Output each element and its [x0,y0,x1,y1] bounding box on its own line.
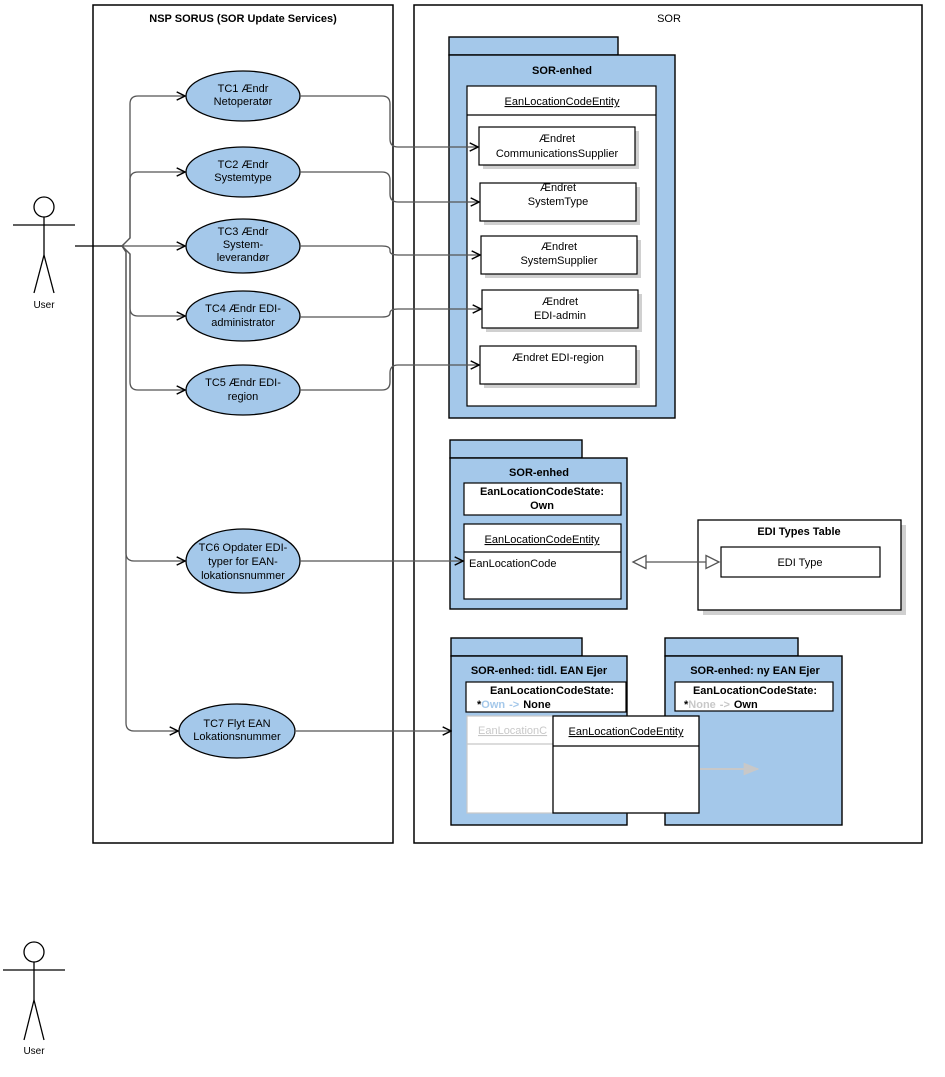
actor-label: User [23,1046,45,1057]
change-label: Ændret [539,133,575,145]
change-label: SystemSupplier [520,255,597,267]
change-system-type[interactable]: Ændret SystemType [479,182,640,225]
package-title: SOR-enhed [509,467,569,479]
use-case-tc2[interactable]: TC2 Ændr Systemtype [185,146,301,198]
entity-name: EanLocationCodeEntity [485,534,600,546]
state-transition: *None->Own [684,699,758,711]
actor-connectors [75,96,185,731]
change-edi-region[interactable]: Ændret EDI-region [479,345,640,388]
use-case-tc1[interactable]: TC1 Ændr Netoperatør [185,70,301,122]
change-label: Ændret [541,241,577,253]
actor-user-top[interactable] [13,196,75,294]
state-transition: *Own->None [477,699,551,711]
state-box[interactable] [463,482,622,516]
change-label: EDI-admin [534,310,586,322]
edi-type-label: EDI Type [777,557,822,569]
edi-type-item[interactable] [720,546,881,578]
state-label: EanLocationCodeState: [490,685,614,697]
entity-name: EanLocationCodeEntity [505,96,620,108]
entity-box[interactable] [463,523,622,600]
use-case-tc6[interactable]: TC6 Opdater EDI- typer for EAN- lokation… [185,528,301,594]
use-case-label: System- [223,239,264,251]
actor-label: User [33,300,55,311]
package-title: SOR-enhed: ny EAN Ejer [690,665,820,677]
edi-types-table[interactable]: EDI Types Table EDI Type [697,519,906,615]
state-box[interactable] [674,681,834,712]
use-case-label: TC7 Flyt EAN [203,718,270,730]
change-edi-admin[interactable]: Ændret EDI-admin [481,289,642,332]
package-title: SOR-enhed: tidl. EAN Ejer [471,665,608,677]
change-label: Ændret [542,296,578,308]
use-case-tc3[interactable]: TC3 Ændr System- leverandør [185,218,301,274]
change-communications-supplier[interactable]: Ændret CommunicationsSupplier [478,126,639,169]
change-label: Ændret [540,182,576,194]
right-frame-title: SOR [657,13,681,25]
use-case-label: typer for EAN- [208,556,278,568]
state-label: EanLocationCodeState: [693,685,817,697]
left-frame-title: NSP SORUS (SOR Update Services) [149,13,337,25]
state-box[interactable] [465,681,627,713]
use-case-label: leverandør [217,252,270,264]
change-connectors [300,95,481,391]
moving-entity[interactable]: EanLocationCodeEntity [552,715,700,814]
table-title: EDI Types Table [757,526,840,538]
use-case-label: TC3 Ændr [218,226,269,238]
change-label: CommunicationsSupplier [496,148,619,160]
use-case-label: Systemtype [214,172,271,184]
use-case-label: TC2 Ændr [218,159,269,171]
state-label: EanLocationCodeState: [480,486,604,498]
change-system-supplier[interactable]: Ændret SystemSupplier [480,235,641,278]
actor-user-bottom[interactable] [3,941,65,1041]
use-case-label: administrator [211,317,275,329]
entity-attribute: EanLocationCode [469,558,556,570]
use-case-label: TC1 Ændr [218,83,269,95]
package-sor-enhed-edi[interactable]: SOR-enhed EanLocationCodeState: Own EanL… [449,439,628,610]
use-case-label: region [228,391,259,403]
change-label: Ændret EDI-region [512,352,604,364]
use-case-label: Lokationsnummer [193,731,281,743]
entity-name: EanLocationCodeEntity [569,726,684,738]
use-case-label: TC6 Opdater EDI- [199,542,288,554]
state-value: Own [530,500,554,512]
left-frame: NSP SORUS (SOR Update Services) [92,4,394,844]
use-case-label: TC4 Ændr EDI- [205,303,281,315]
use-case-tc7[interactable]: TC7 Flyt EAN Lokationsnummer [178,703,296,759]
use-case-tc4[interactable]: TC4 Ændr EDI- administrator [185,290,301,342]
package-title: SOR-enhed [532,65,592,77]
change-label: SystemType [528,196,589,208]
use-case-label: Netoperatør [214,96,273,108]
use-case-label: lokationsnummer [201,570,285,582]
use-case-label: TC5 Ændr EDI- [205,377,281,389]
use-case-tc5[interactable]: TC5 Ændr EDI- region [185,364,301,416]
faded-entity-name: EanLocationC [478,725,547,737]
